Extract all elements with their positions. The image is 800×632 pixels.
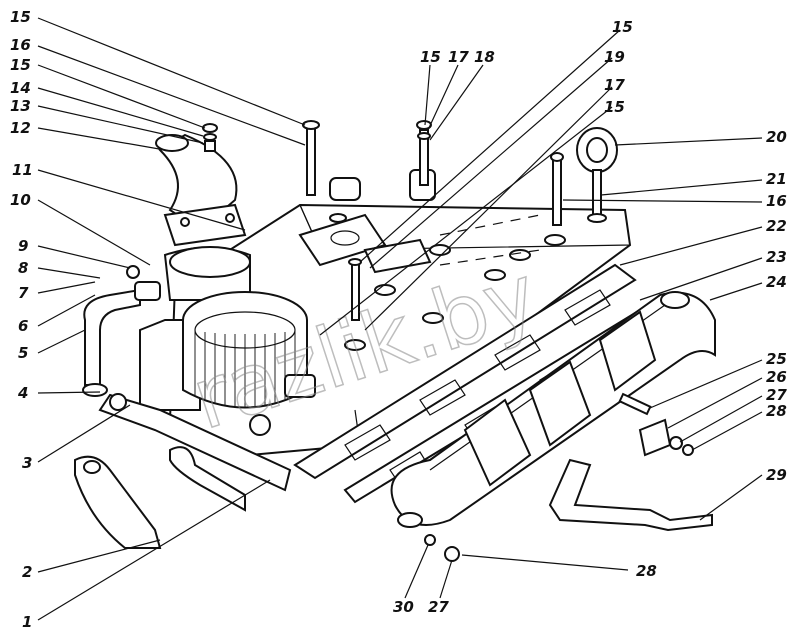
callout-label: 25 xyxy=(766,350,787,368)
ventilation-hose xyxy=(82,265,161,411)
top-left-fasteners xyxy=(202,123,218,152)
callout-label: 7 xyxy=(18,284,29,302)
callout-label: 15 xyxy=(420,48,441,66)
callout-label: 1 xyxy=(22,613,32,631)
callout-label: 17 xyxy=(604,76,625,94)
callout-label: 17 xyxy=(448,48,469,66)
callout-label: 15 xyxy=(612,18,633,36)
callout-label: 9 xyxy=(18,237,28,255)
callout-label: 21 xyxy=(766,170,787,188)
air-filter-housing xyxy=(98,246,316,492)
callout-label: 5 xyxy=(18,344,28,362)
callout-label: 27 xyxy=(428,598,449,616)
callout-label: 20 xyxy=(766,128,787,146)
leader-lines xyxy=(37,17,763,621)
stud-bolts xyxy=(302,120,564,321)
callout-label: 28 xyxy=(636,562,657,580)
callout-label: 28 xyxy=(766,402,787,420)
callout-label: 11 xyxy=(12,161,33,179)
callout-label: 15 xyxy=(10,56,31,74)
mounting-brackets xyxy=(74,446,246,549)
callout-label: 16 xyxy=(766,192,787,210)
callout-label: 19 xyxy=(604,48,625,66)
callout-label: 15 xyxy=(604,98,625,116)
callout-label: 15 xyxy=(10,8,31,26)
callout-label: 8 xyxy=(18,259,28,277)
callout-label: 27 xyxy=(766,386,787,404)
callout-label: 13 xyxy=(10,97,31,115)
callout-label: 10 xyxy=(10,191,31,209)
lifting-eye xyxy=(576,127,618,223)
callout-label: 23 xyxy=(766,248,787,266)
exhaust-manifold xyxy=(390,291,716,562)
callout-label: 26 xyxy=(766,368,787,386)
callout-label: 2 xyxy=(22,563,32,581)
callout-label: 14 xyxy=(10,79,31,97)
callout-label: 3 xyxy=(22,454,32,472)
callout-label: 30 xyxy=(393,598,414,616)
callout-label: 29 xyxy=(766,466,787,484)
callout-labels: 15 16 15 14 13 12 11 10 9 8 7 6 5 4 3 2 … xyxy=(10,8,787,631)
callout-label: 4 xyxy=(17,384,28,402)
callout-label: 22 xyxy=(766,217,787,235)
callout-label: 12 xyxy=(10,119,31,137)
inlet-elbow xyxy=(155,133,247,247)
manifold-bracket xyxy=(548,458,713,532)
callout-label: 24 xyxy=(766,273,787,291)
callout-label: 18 xyxy=(474,48,495,66)
callout-label: 6 xyxy=(18,317,28,335)
right-fasteners xyxy=(618,392,694,457)
callout-label: 16 xyxy=(10,36,31,54)
manifold-gasket xyxy=(293,263,637,480)
